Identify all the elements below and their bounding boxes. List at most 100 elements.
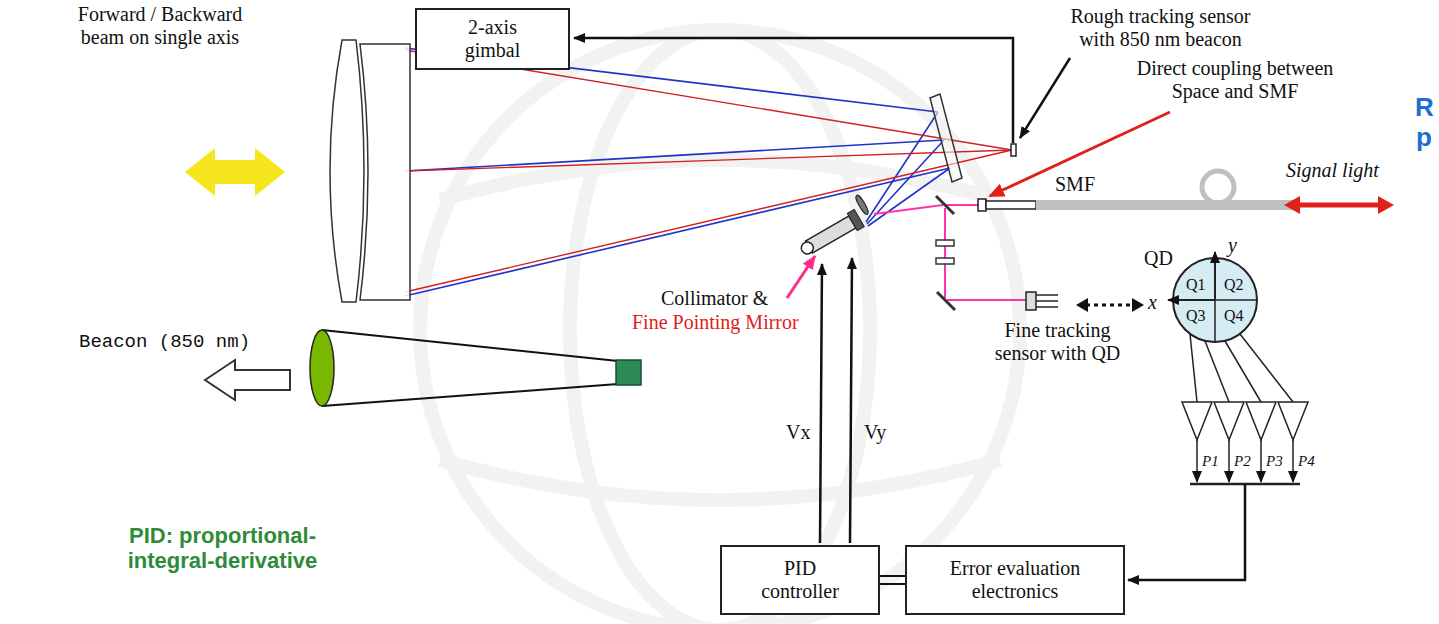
control-line — [850, 258, 852, 543]
wire — [1205, 341, 1229, 402]
sensor-pins — [1036, 295, 1058, 307]
beacon-laser — [616, 360, 641, 385]
relay-lens — [936, 240, 954, 246]
wire — [1228, 440, 1230, 482]
annotation-text: Rough tracking sensor with 850 nm beacon — [1053, 5, 1268, 51]
quadrant-label: Q2 — [1224, 276, 1244, 294]
wire — [1240, 334, 1293, 402]
watermark-arc — [440, 460, 1000, 500]
beam-ray — [945, 204, 978, 206]
annotation-text: Vx — [786, 421, 810, 444]
rough-sensor — [1011, 144, 1016, 156]
leader-arrow — [787, 256, 815, 298]
annotation-text: Collimator & — [661, 287, 768, 310]
wire — [1292, 440, 1294, 482]
hollow-arrow — [205, 360, 290, 400]
single-mode-fiber — [1036, 200, 1296, 210]
dichroic-mirror — [930, 94, 962, 182]
beam-ray — [405, 150, 1012, 292]
note-text: p — [1416, 123, 1432, 153]
blue-beam — [405, 48, 950, 296]
signal-line — [1128, 484, 1245, 580]
annotation-text: Direct coupling between Space and SMF — [1120, 57, 1350, 103]
amplifier-symbol — [1246, 402, 1276, 440]
arrowhead — [1284, 196, 1300, 214]
wire — [1196, 440, 1198, 482]
amplifier-symbol — [1182, 402, 1212, 440]
beacon-cone — [322, 330, 618, 406]
wire — [1260, 440, 1262, 482]
annotation-text: y — [1228, 234, 1237, 257]
pin — [1036, 306, 1058, 308]
annotation-text: Vy — [864, 421, 886, 444]
control-line — [820, 264, 822, 543]
fine-sensor — [1026, 292, 1036, 310]
relay-lens — [936, 258, 954, 264]
collimator-end — [799, 240, 815, 256]
highlight-text: Fine Pointing Mirror — [632, 311, 799, 334]
amplifier-symbol — [1214, 402, 1244, 440]
beam-ray — [405, 168, 950, 296]
box-label: 2-axis gimbal — [448, 16, 538, 62]
connector-line — [880, 583, 905, 585]
signal-beam — [874, 205, 1026, 300]
y-axis — [1214, 252, 1216, 300]
arrowhead — [1076, 298, 1088, 312]
red-beam — [405, 50, 1012, 292]
objective-lens — [360, 44, 410, 300]
annotation-text: QD — [1144, 247, 1173, 270]
note-text: PID: proportional-integral-derivative — [105, 523, 340, 574]
beam-ray — [947, 299, 1026, 301]
leader-arrow — [990, 112, 1170, 196]
pin — [1036, 294, 1058, 296]
note-text: R — [1415, 93, 1434, 123]
process-box: 2-axis gimbal — [415, 8, 570, 70]
watermark-arc — [440, 160, 1000, 200]
process-box: Error evaluation electronics — [905, 545, 1125, 615]
annotation-text: x — [1148, 291, 1157, 314]
beam-ray — [405, 150, 1012, 171]
signal-name: P2 — [1234, 453, 1251, 470]
pin — [1036, 300, 1058, 302]
quadrant-label: Q1 — [1186, 276, 1206, 294]
dotted-double-arrow — [1086, 304, 1134, 307]
signal-name: P3 — [1266, 453, 1283, 470]
amplifier-outputs — [1197, 440, 1293, 482]
fiber-coupler — [978, 199, 986, 211]
double-line-connector — [880, 576, 905, 584]
beam-double-arrow — [185, 148, 285, 196]
annotation-text: Fine tracking sensor with QD — [990, 319, 1125, 365]
box-label: PID controller — [750, 557, 850, 603]
signal-arrow — [1298, 203, 1380, 208]
signal-name: P4 — [1298, 453, 1315, 470]
arrowhead — [1132, 298, 1144, 312]
annotation-text: Signal light — [1286, 159, 1379, 182]
box-label: Error evaluation electronics — [928, 557, 1103, 603]
objective-lens — [330, 40, 364, 302]
wire — [1190, 334, 1197, 402]
arrowhead — [1378, 196, 1394, 214]
detector-wires — [1190, 334, 1293, 402]
beam-splitter — [936, 196, 954, 214]
watermark-ring — [420, 30, 1020, 624]
watermark — [420, 30, 1020, 624]
beam-ray — [874, 205, 943, 214]
gimbal-feedback-line — [574, 38, 1013, 143]
amplifiers — [1182, 402, 1308, 440]
fiber-loop — [1202, 171, 1234, 203]
beam-ray — [866, 112, 938, 222]
wire — [1225, 341, 1261, 402]
beam-ray — [944, 208, 946, 298]
fold-mirror — [937, 292, 955, 310]
collimator — [792, 194, 875, 260]
quadrant-divider — [1214, 300, 1216, 342]
x-axis — [1168, 299, 1215, 301]
fine-pointing-mirror — [854, 194, 870, 216]
annotation-text: Forward / Backward beam on single axis — [65, 3, 255, 49]
connector-line — [880, 575, 905, 577]
annotation-text: Beacon (850 nm) — [79, 332, 250, 354]
fiber-connector — [986, 201, 1036, 209]
quadrant-label: Q4 — [1224, 307, 1244, 325]
quadrant-label: Q3 — [1186, 307, 1206, 325]
